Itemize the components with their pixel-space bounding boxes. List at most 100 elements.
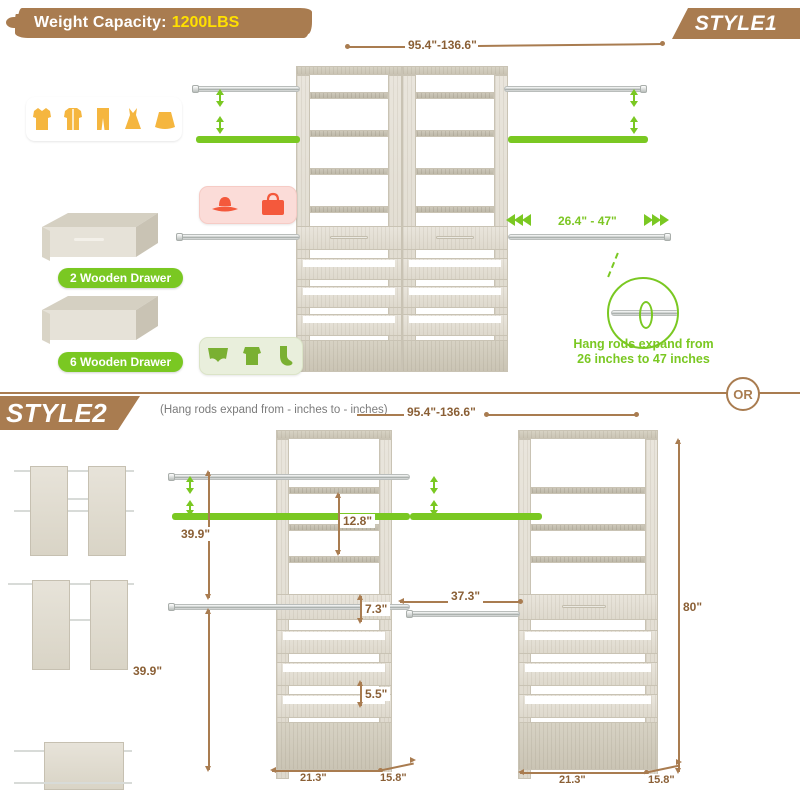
style2-left-depth-arrow (410, 757, 416, 763)
rod-detail-magnifier (607, 277, 679, 349)
style2-left-width-label: 21.3" (297, 772, 330, 784)
style2-width-line-right (487, 414, 637, 416)
style2-total-height-arrow-top (675, 438, 681, 444)
rod-expand-chevron-right (644, 214, 674, 226)
style2-drawer-short-arrow-bottom (357, 702, 363, 708)
style2-middle-span-label: 37.3" (448, 589, 484, 603)
style2-label: STYLE2 (6, 397, 108, 428)
style2-left-drawer-2-gap (283, 632, 385, 640)
style2-rod-arrow-2 (186, 500, 194, 516)
weight-capacity-value: 1200LBS (171, 14, 240, 31)
style2-drawer-tall-arrow-bottom (357, 618, 363, 624)
small-clothes-icon-panel (199, 337, 303, 375)
rod-height-arrow-2 (216, 116, 224, 134)
style2-drawer-short-arrow-top (357, 680, 363, 686)
style1-rod-top-right-end (640, 85, 647, 93)
style1-left-shelf-2 (310, 130, 388, 137)
style2-right-drawer-3-gap (525, 664, 651, 672)
style2-right-top-panel (518, 430, 658, 439)
style2-left-top-panel (276, 430, 392, 439)
style1-rod-lower-right (508, 234, 668, 240)
style1-label: STYLE1 (694, 11, 778, 35)
thumb2-unit-right (90, 580, 128, 670)
style2-rod-middle (410, 611, 520, 617)
style1-left-drawer-3-gap (303, 288, 395, 295)
style2-drawer-tall-line (360, 596, 362, 622)
rod-height-arrow-3 (630, 89, 638, 107)
style2-total-height-line (678, 440, 680, 772)
style2-rod-lower-left-end (168, 603, 175, 611)
sock-icon (280, 346, 293, 366)
style1-rod-top-left (196, 86, 300, 92)
thumb1-rod-top (14, 470, 134, 472)
style2-rod-top-left-end (168, 473, 175, 481)
style2-left-width-arrow (270, 767, 276, 773)
style2-total-height-label: 80" (680, 600, 706, 614)
drawer-2-image (42, 213, 158, 261)
rod-expand-chevron-left (506, 214, 536, 226)
style1-left-drawer-handle (330, 236, 368, 239)
style2-upper-height-arrow-top (205, 470, 211, 476)
style1-right-shelf-4 (416, 206, 494, 213)
magnifier-ring (639, 301, 653, 329)
style2-middle-span-arrow-left (398, 598, 404, 604)
style1-width-label: 95.4"-136.6" (405, 38, 480, 52)
style2-left-drawer-4-gap (283, 696, 385, 704)
width-measure-line-right (477, 43, 664, 47)
jacket-icon (63, 108, 82, 130)
style1-rod-top-left-end (192, 85, 199, 93)
handbag-icon (261, 192, 284, 215)
style1-green-rod-right (508, 136, 648, 143)
thumb1-rod-mid (14, 510, 134, 512)
style1-right-drawer-4-gap (409, 316, 501, 323)
or-label: OR (733, 386, 753, 402)
style2-green-rod-middle (410, 513, 542, 520)
style2-right-drawer-2-gap (525, 632, 651, 640)
garment-icon-panel (26, 97, 182, 141)
style1-left-shelf-3 (310, 168, 388, 175)
style1-right-drawer-handle (436, 236, 474, 239)
style2-rod-arrow-3 (430, 476, 438, 494)
style2-drawer-short-line (360, 682, 362, 706)
style2-lower-height-arrow-bottom (205, 766, 211, 772)
style2-left-shelf-2 (289, 524, 379, 531)
style1-right-shelf-3 (416, 168, 494, 175)
style2-lower-height-label: 39.9" (130, 664, 166, 678)
or-badge: OR (726, 377, 760, 411)
style1-left-top-panel (296, 66, 402, 75)
style2-total-height-arrow-bottom (675, 768, 681, 774)
thumb3-rod-right (14, 782, 132, 784)
underwear-icon (207, 348, 228, 362)
style1-right-drawer-3-gap (409, 288, 501, 295)
style2-rod-middle-end (406, 610, 413, 618)
hat-icon (211, 197, 238, 212)
style2-right-depth-label: 15.8" (645, 774, 678, 786)
rod-height-arrow-4 (630, 116, 638, 134)
style1-right-base (402, 340, 508, 372)
style2-lower-height-line (208, 610, 210, 770)
style2-left-width-line (272, 770, 380, 772)
style2-left-shelf-3 (289, 556, 379, 563)
magnifier-caption-line1: Hang rods expand from (573, 337, 714, 351)
drawer-6-label: 6 Wooden Drawer (58, 352, 184, 372)
style2-banner: STYLE2 (0, 396, 140, 430)
style2-shelf-gap-arrow-bottom (335, 550, 341, 556)
style2-right-base (518, 722, 658, 770)
weight-capacity-banner: Weight Capacity: 1200LBS (6, 8, 310, 38)
style2-upper-height-label: 39.9" (178, 527, 214, 541)
style2-drawer-tall-label: 7.3" (362, 602, 391, 616)
drawer-2-label: 2 Wooden Drawer (58, 268, 184, 288)
magnifier-caption-line2: 26 inches to 47 inches (577, 352, 710, 366)
style2-right-width-line (520, 772, 646, 774)
thumb2-unit-left (32, 580, 70, 670)
style2-right-shelf-2 (531, 524, 645, 531)
style2-left-shelf-1 (289, 487, 379, 494)
style2-right-shelf-3 (531, 556, 645, 563)
style2-lower-height-arrow-top (205, 608, 211, 614)
style1-banner: STYLE1 (672, 8, 800, 39)
style2-middle-span-cap (518, 599, 523, 604)
style2-width-label: 95.4"-136.6" (404, 405, 479, 419)
style1-left-base (296, 340, 402, 372)
magnifier-dash-line (607, 252, 619, 278)
